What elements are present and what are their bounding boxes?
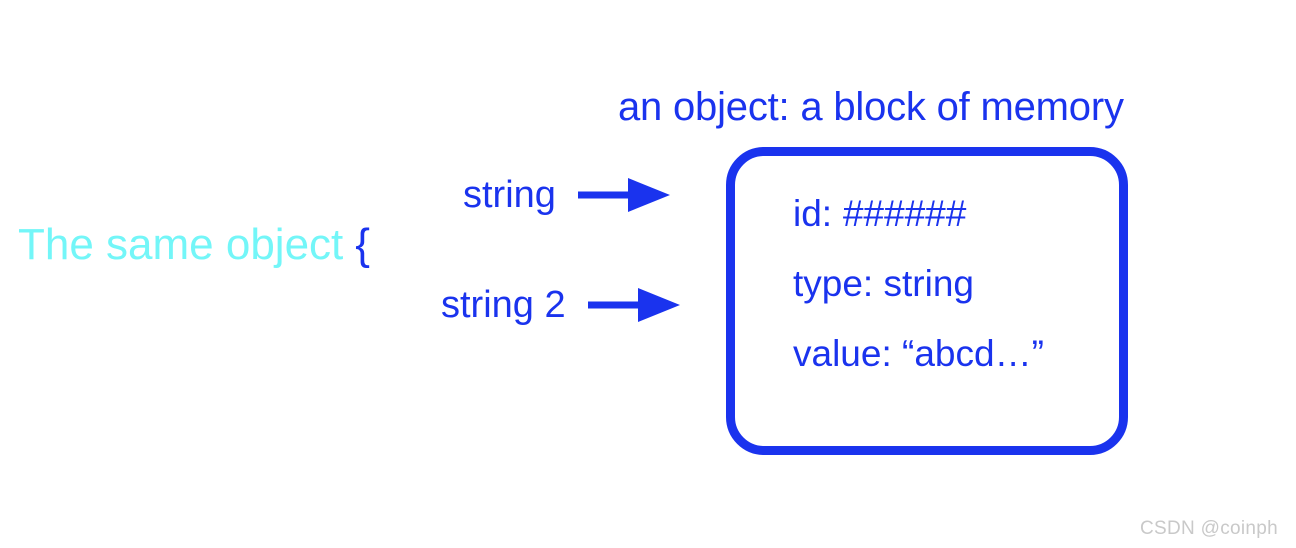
reference-row-string: string [463, 172, 670, 218]
watermark: CSDN @coinph [1140, 518, 1278, 539]
arrow-right-icon [587, 288, 680, 322]
object-field-id-value: ###### [842, 193, 966, 234]
object-field-id: id: ###### [793, 192, 1044, 236]
same-object-caption: The same object{ [18, 218, 370, 272]
object-field-value-value: “abcd…” [902, 333, 1044, 374]
object-field-type: type: string [793, 262, 1044, 306]
arrow-right-icon [577, 178, 670, 212]
object-field-value: value: “abcd…” [793, 332, 1044, 376]
reference-label-string: string [463, 174, 556, 216]
reference-row-string-2: string 2 [441, 282, 680, 328]
object-field-list: id: ###### type: string value: “abcd…” [793, 192, 1044, 376]
open-brace-glyph: { [355, 220, 370, 269]
same-object-caption-text: The same object [18, 220, 344, 269]
object-field-id-key: id: [793, 193, 843, 234]
object-field-value-key: value: [793, 333, 903, 374]
object-box: id: ###### type: string value: “abcd…” [726, 147, 1128, 455]
reference-label-string-2: string 2 [441, 284, 566, 326]
object-title: an object: a block of memory [618, 85, 1124, 129]
object-field-type-value: string [883, 263, 974, 304]
object-field-type-key: type: [793, 263, 884, 304]
